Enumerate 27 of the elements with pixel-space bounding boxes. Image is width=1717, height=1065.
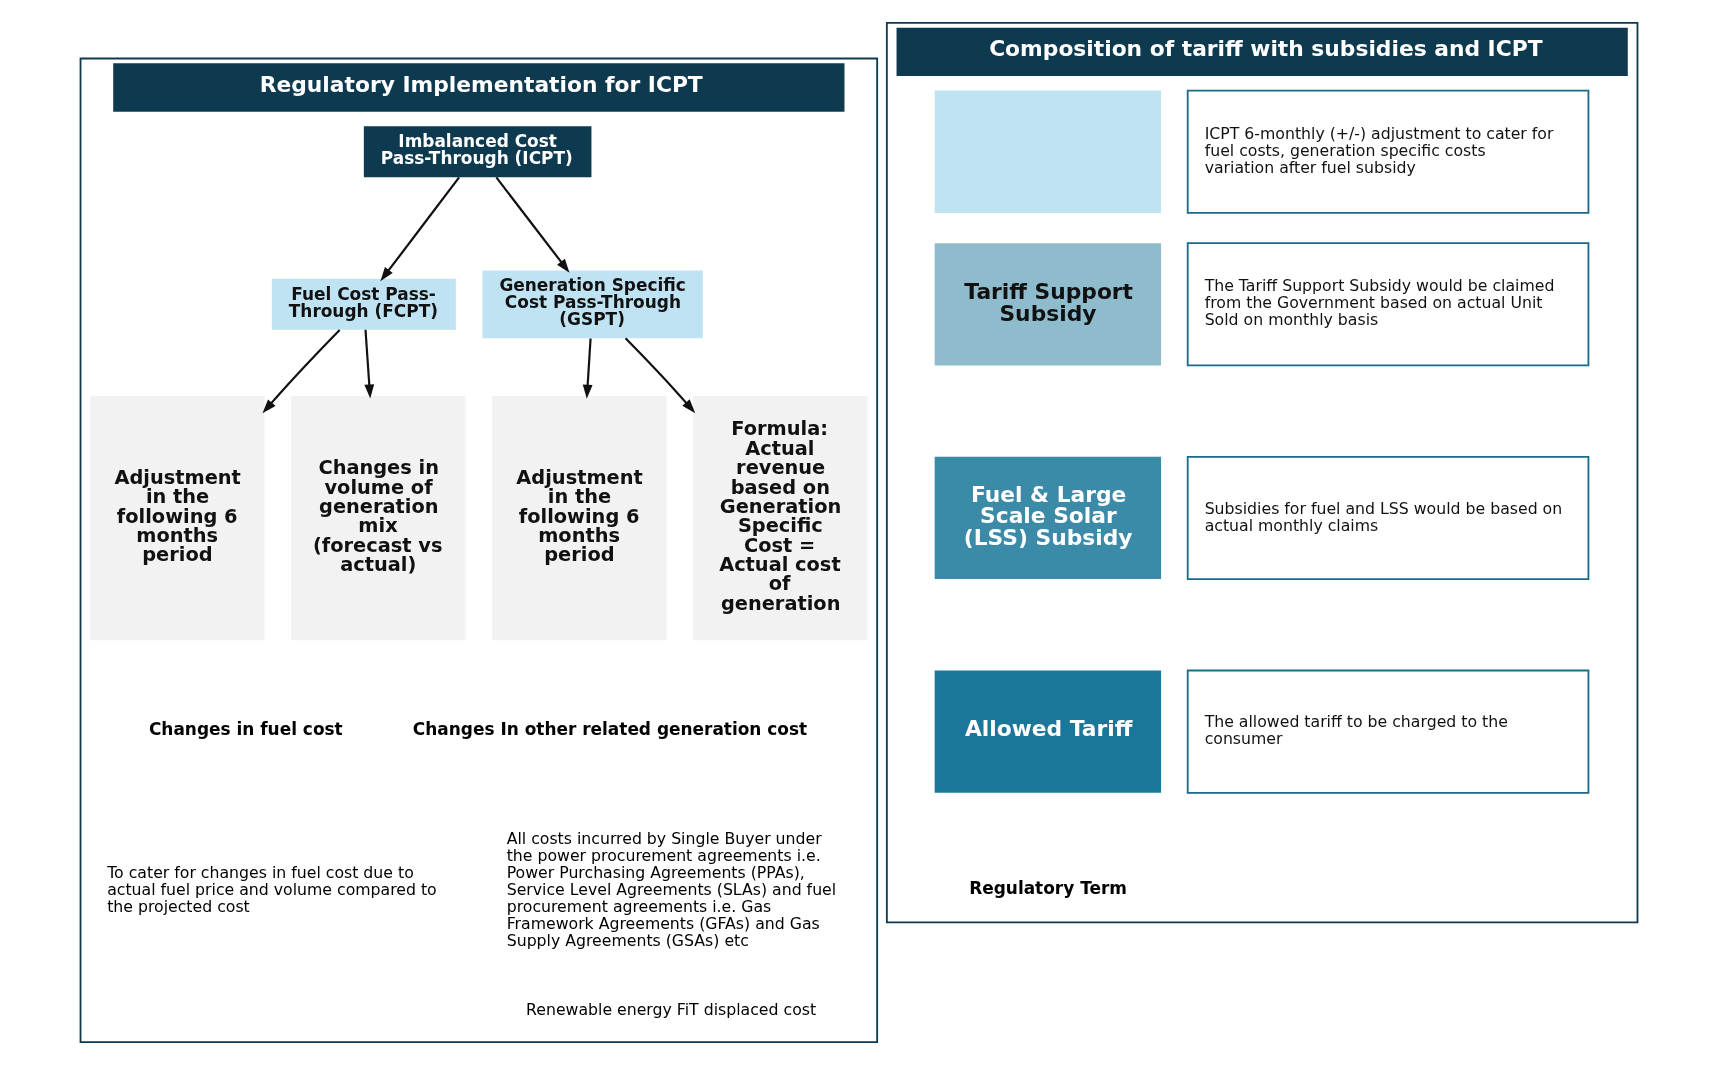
arrow: [379, 176, 460, 282]
arrow: [495, 176, 569, 273]
node-box: Imbalanced Cost Pass-Through (ICPT): [363, 126, 591, 178]
node-box: The allowed tariff to be charged to the consumer: [1186, 669, 1589, 794]
node-box: Formula: Actual revenue based on Generation Specific Cost = Actual cost of generation: [692, 395, 867, 641]
arrow: [262, 329, 340, 414]
node-box: Subsidies for fuel and LSS would be based on actual monthly claims: [1186, 455, 1589, 580]
label: All costs incurred by Single Buyer under the power procurement agreements i.e. Power Purchasing Agreements (PPAs), Service Level Agreements (SLAs) and fuel procurement agreements i.e. Gas Framework Agreements (GFAs) and Gas Supply Agreements (GSAs) etc: [506, 829, 836, 950]
label: To cater for changes in fuel cost due to actual fuel price and volume compared to the projected cost: [106, 863, 437, 916]
node-box: Tariff Support Subsidy: [934, 243, 1161, 366]
label: Regulatory Term: [968, 878, 1127, 899]
arrow: [363, 329, 374, 399]
arrow: [624, 337, 695, 414]
label: Changes In other related generation cost: [412, 718, 807, 739]
node-box: ICPT 6-monthly (+/-) adjustment to cater for fuel costs, generation specific costs variation after fuel subsidy: [1186, 89, 1589, 214]
node-box: [934, 90, 1161, 213]
label: Renewable energy FiT displaced cost: [525, 999, 816, 1019]
node-box: Adjustment in the following 6 months period: [89, 395, 265, 641]
arrow: [582, 338, 593, 399]
node-box: Fuel & Large Scale Solar (LSS) Subsidy: [934, 456, 1161, 580]
node-box: Fuel Cost Pass-Through (FCPT): [271, 278, 456, 330]
node-box: Changes in volume of generation mix (forecast vs actual): [290, 395, 466, 641]
node-box: Allowed Tariff: [934, 670, 1161, 793]
node-box: The Tariff Support Subsidy would be claimed from the Government based on actual Unit Sold on monthly basis: [1186, 242, 1589, 367]
node-box: Generation Specific Cost Pass-Through (GSPT): [482, 270, 703, 339]
node-box: Adjustment in the following 6 months period: [491, 395, 666, 641]
label: Changes in fuel cost: [148, 718, 343, 739]
